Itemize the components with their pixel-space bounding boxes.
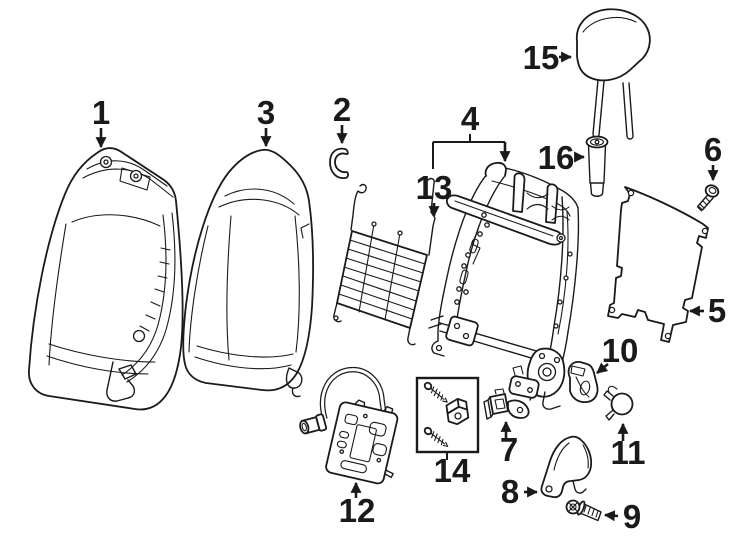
callout-7-label[interactable]: 7 (500, 431, 518, 468)
callout-5-label[interactable]: 5 (708, 292, 726, 329)
callout-13[interactable]: 13 (416, 169, 453, 218)
callout-14[interactable]: 14 (434, 452, 471, 489)
callout-14-label[interactable]: 14 (434, 452, 471, 489)
part-8-side-shield-drawing (540, 435, 593, 499)
part-7-latch-bracket-drawing (483, 388, 530, 420)
callout-2-label[interactable]: 2 (333, 91, 351, 128)
part-9-bolt-drawing (565, 499, 602, 522)
callout-15-label[interactable]: 15 (523, 39, 560, 76)
callout-4[interactable]: 4 (432, 100, 511, 169)
part-3-seat-back-cover-drawing (182, 148, 314, 398)
part-11-cap-drawing (603, 385, 634, 421)
part-2-clip-drawing (329, 147, 349, 179)
kit-screw-bottom (423, 426, 449, 447)
callout-12-label[interactable]: 12 (339, 492, 376, 529)
callout-15[interactable]: 15 (523, 39, 573, 76)
callout-12[interactable]: 12 (339, 481, 376, 529)
callouts: 1 3 2 4 13 15 16 6 (92, 39, 726, 535)
part-6-screw-drawing (696, 184, 720, 212)
callout-6[interactable]: 6 (704, 131, 722, 182)
kit-screw-top (423, 381, 448, 403)
callout-16[interactable]: 16 (538, 139, 586, 176)
callout-4-bracket (432, 134, 505, 169)
callout-1-label[interactable]: 1 (92, 94, 110, 131)
callout-9-label[interactable]: 9 (623, 498, 641, 535)
part-12-lumbar-actuator-drawing (299, 366, 399, 485)
callout-3-label[interactable]: 3 (257, 94, 275, 131)
part-4-seat-back-frame-drawing (428, 161, 580, 410)
callout-3[interactable]: 3 (257, 94, 275, 148)
frame-right-rail-holes (553, 251, 573, 329)
callout-9[interactable]: 9 (603, 498, 641, 535)
callout-6-label[interactable]: 6 (704, 131, 722, 168)
callout-4-label[interactable]: 4 (461, 100, 480, 137)
callout-10-arrow (596, 362, 609, 375)
frame-left-rail-holes (454, 212, 490, 305)
part-15-headrest-drawing (575, 8, 651, 140)
part-16-headrest-guide-drawing (585, 135, 609, 197)
callout-8-label[interactable]: 8 (501, 473, 519, 510)
kit-bracket (445, 397, 470, 426)
callout-8[interactable]: 8 (501, 473, 539, 510)
callout-5[interactable]: 5 (688, 292, 726, 329)
part-10-recliner-handle-drawing (567, 361, 599, 404)
callout-2[interactable]: 2 (333, 91, 351, 145)
callout-13-label[interactable]: 13 (416, 169, 453, 206)
part-14-hardware-kit-drawing (415, 376, 480, 454)
part-1-seat-back-cover-drawing (28, 147, 184, 411)
callout-10[interactable]: 10 (596, 332, 638, 375)
callout-9-arrow (603, 510, 619, 522)
part-13-lumbar-mat-drawing (333, 177, 436, 346)
callout-7[interactable]: 7 (500, 420, 518, 468)
callout-1[interactable]: 1 (92, 94, 110, 149)
part-5-back-panel-drawing (607, 186, 709, 343)
callout-11-label[interactable]: 11 (611, 434, 646, 471)
callout-16-label[interactable]: 16 (538, 139, 575, 176)
callout-11[interactable]: 11 (611, 422, 646, 471)
